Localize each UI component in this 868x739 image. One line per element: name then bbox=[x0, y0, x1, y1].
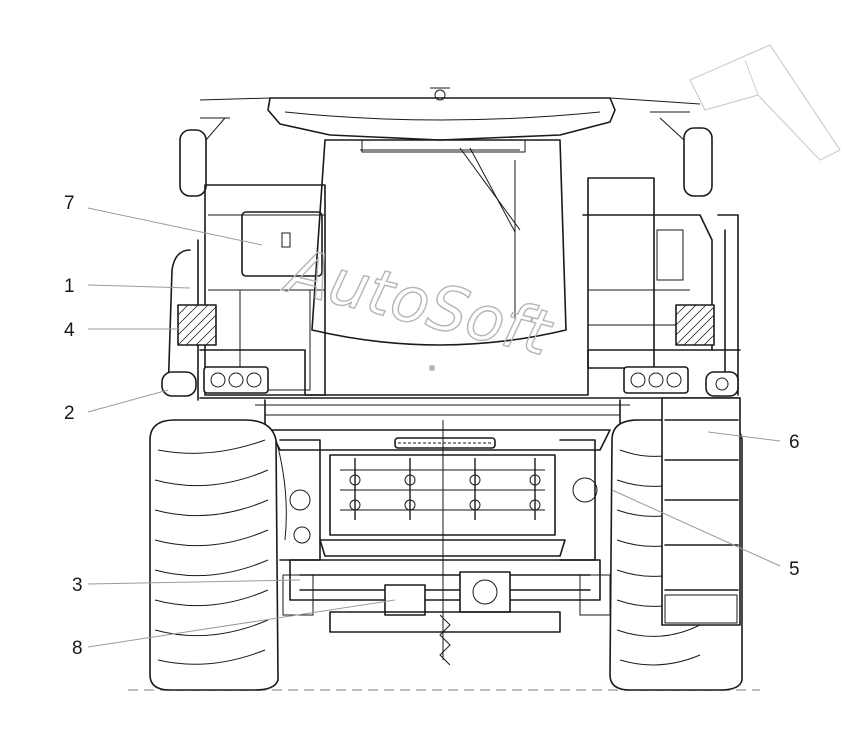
callout-labels: 7 1 4 2 6 5 3 8 bbox=[64, 193, 800, 659]
unloading-auger-outline bbox=[689, 44, 841, 161]
callout-1: 1 bbox=[64, 276, 75, 297]
callout-3: 3 bbox=[72, 575, 83, 596]
left-side-panel bbox=[167, 184, 326, 401]
leader-7 bbox=[87, 207, 263, 246]
leader-6 bbox=[707, 431, 781, 442]
right-reflector-plate bbox=[675, 304, 715, 346]
straw-chopper-assembly bbox=[269, 420, 611, 660]
right-side-panel bbox=[582, 177, 739, 396]
left-frame-hydraulics bbox=[259, 429, 601, 616]
callout-7: 7 bbox=[64, 193, 75, 214]
left-rear-wheel bbox=[149, 419, 279, 691]
right-frame bbox=[559, 439, 611, 616]
right-mirror bbox=[650, 111, 713, 197]
left-rear-light bbox=[161, 366, 269, 397]
callout-8: 8 bbox=[72, 638, 83, 659]
watermark: AutoSoft bbox=[276, 233, 561, 372]
cab-roof bbox=[199, 87, 701, 141]
callout-2: 2 bbox=[64, 403, 75, 424]
rear-axle bbox=[299, 571, 591, 666]
leader-1 bbox=[87, 284, 191, 289]
left-mirror bbox=[179, 117, 230, 197]
right-rear-light bbox=[623, 366, 739, 397]
leader-8 bbox=[87, 599, 396, 648]
leader-3 bbox=[87, 579, 301, 585]
callout-leaders bbox=[87, 207, 781, 648]
leader-2 bbox=[87, 389, 169, 413]
left-reflector-plate bbox=[177, 304, 217, 346]
leader-5 bbox=[611, 489, 781, 567]
access-ladder bbox=[661, 397, 741, 626]
rear-window bbox=[311, 139, 567, 346]
callout-5: 5 bbox=[789, 559, 800, 580]
callout-4: 4 bbox=[64, 320, 75, 341]
watermark-text: AutoSoft bbox=[277, 233, 561, 370]
callout-6: 6 bbox=[789, 432, 800, 453]
